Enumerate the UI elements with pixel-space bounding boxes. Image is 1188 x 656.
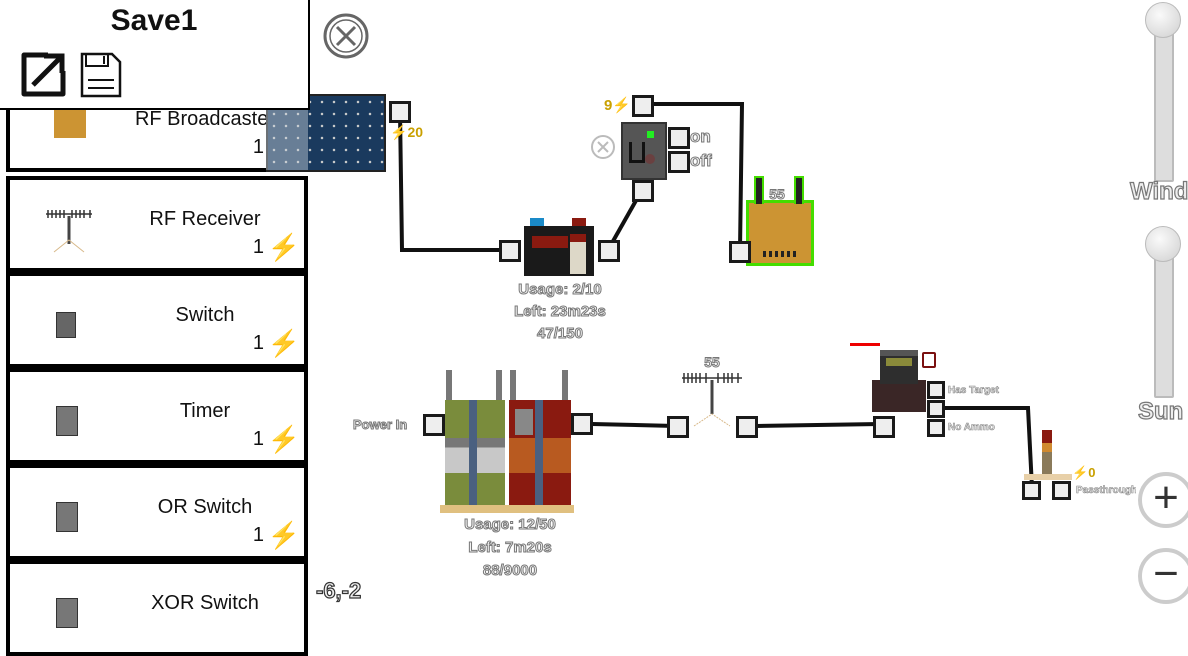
sidebar-item-timer[interactable]: Timer 1 ⚡ bbox=[6, 368, 308, 464]
large-battery-output-port[interactable] bbox=[571, 413, 593, 435]
wind-slider-knob[interactable] bbox=[1145, 2, 1181, 38]
switch-on-label: on bbox=[690, 127, 712, 147]
small-battery-usage: Usage: 2/10 bbox=[518, 281, 602, 299]
lamp-device[interactable] bbox=[1042, 430, 1052, 474]
turret-device[interactable] bbox=[872, 380, 926, 412]
sidebar-item-or-switch[interactable]: OR Switch 1 ⚡ bbox=[6, 464, 308, 560]
lamp-passthrough-port[interactable] bbox=[1052, 481, 1071, 500]
remove-icon[interactable] bbox=[590, 134, 616, 160]
switch-icon bbox=[56, 312, 76, 338]
switch-device[interactable] bbox=[621, 122, 667, 180]
turret-no-ammo-port[interactable] bbox=[927, 419, 945, 437]
save-panel: Save1 bbox=[0, 0, 310, 110]
sidebar-item-switch[interactable]: Switch 1 ⚡ bbox=[6, 272, 308, 368]
item-label: OR Switch bbox=[157, 496, 253, 518]
item-count: 1 bbox=[252, 136, 264, 158]
item-count: 1 bbox=[252, 428, 264, 450]
floppy-disk-icon[interactable] bbox=[80, 52, 122, 98]
rf-receiver-output-port[interactable] bbox=[736, 416, 758, 438]
large-battery-left: Left: 7m20s bbox=[468, 539, 552, 557]
lamp-input-port[interactable] bbox=[1022, 481, 1041, 500]
small-battery[interactable] bbox=[524, 226, 594, 276]
small-battery-charge: 47/150 bbox=[537, 325, 584, 343]
switch-power-port[interactable] bbox=[632, 95, 654, 117]
turret-gun bbox=[880, 350, 918, 384]
sun-slider[interactable] bbox=[1154, 244, 1174, 398]
lamp-power-value: 0 bbox=[1088, 465, 1096, 480]
wind-label: Wind bbox=[1129, 177, 1188, 205]
small-battery-left: Left: 23m23s bbox=[514, 303, 607, 321]
switch-output-port[interactable] bbox=[632, 180, 654, 202]
lamp-power-label: ⚡0 bbox=[1072, 465, 1095, 480]
large-battery-usage: Usage: 12/50 bbox=[464, 516, 557, 534]
rf-broadcaster-channel: 55 bbox=[769, 186, 786, 203]
solar-output-port[interactable] bbox=[389, 101, 411, 123]
turret-input-port[interactable] bbox=[873, 416, 895, 438]
power-in-port[interactable] bbox=[423, 414, 445, 436]
or-switch-icon bbox=[56, 502, 78, 532]
item-count: 1 bbox=[252, 236, 264, 258]
rf-broadcaster-input-port[interactable] bbox=[729, 241, 751, 263]
turret-output-port[interactable] bbox=[927, 400, 945, 418]
sun-slider-knob[interactable] bbox=[1145, 226, 1181, 262]
item-label: Switch bbox=[175, 304, 235, 326]
large-battery-charge: 88/9000 bbox=[482, 562, 538, 580]
wind-slider[interactable] bbox=[1154, 22, 1174, 182]
power-bolt-icon: ⚡ bbox=[267, 424, 300, 454]
power-bolt-icon: ⚡ bbox=[267, 328, 300, 358]
item-count: 1 bbox=[252, 332, 264, 354]
coordinates-readout: -6,-2 bbox=[315, 577, 362, 603]
passthrough-label: Passthrough bbox=[1076, 485, 1136, 496]
rf-receiver-device[interactable] bbox=[680, 370, 744, 430]
switch-off-label: off bbox=[690, 151, 713, 171]
rf-broadcaster-device[interactable] bbox=[746, 200, 814, 266]
item-label: RF Broadcaster bbox=[134, 108, 276, 130]
battery-output-port[interactable] bbox=[598, 240, 620, 262]
solar-power-label: ⚡20 bbox=[390, 124, 423, 140]
item-label: RF Receiver bbox=[149, 208, 261, 230]
item-count: 1 bbox=[252, 524, 264, 546]
timer-icon bbox=[56, 406, 78, 436]
zoom-out-button[interactable]: − bbox=[1138, 548, 1188, 604]
has-target-label: Has Target bbox=[948, 385, 1000, 397]
rf-receiver-channel: 55 bbox=[704, 354, 721, 371]
power-bolt-icon: ⚡ bbox=[1072, 465, 1089, 480]
switch-off-port[interactable] bbox=[668, 151, 690, 173]
power-bolt-icon: ⚡ bbox=[267, 232, 300, 262]
power-bolt-icon: ⚡ bbox=[390, 124, 408, 140]
item-label: Timer bbox=[179, 400, 231, 422]
close-circle-icon[interactable] bbox=[322, 12, 370, 60]
power-in-label: Power In bbox=[352, 417, 408, 433]
rf-broadcaster-icon bbox=[54, 110, 86, 138]
sidebar-item-rf-receiver[interactable]: RF Receiver 1 ⚡ bbox=[6, 176, 308, 272]
power-bolt-icon: ⚡ bbox=[267, 520, 300, 550]
external-link-icon[interactable] bbox=[20, 52, 66, 98]
large-battery[interactable] bbox=[445, 400, 571, 510]
turret-has-target-port[interactable] bbox=[927, 381, 945, 399]
component-list[interactable]: RF Broadcaster 1 ⚡ RF Receiver 1 ⚡ Switc… bbox=[6, 80, 308, 656]
sidebar-item-xor-switch[interactable]: XOR Switch bbox=[6, 560, 308, 656]
zoom-in-button[interactable]: + bbox=[1138, 472, 1188, 528]
switch-power-value: 9 bbox=[604, 97, 613, 114]
item-label: XOR Switch bbox=[151, 592, 259, 614]
no-ammo-label: No Ammo bbox=[948, 422, 995, 434]
switch-power-label: 9⚡ bbox=[604, 97, 631, 114]
switch-on-port[interactable] bbox=[668, 127, 690, 149]
solar-power-value: 20 bbox=[407, 124, 424, 140]
sun-label: Sun bbox=[1137, 397, 1184, 425]
rf-receiver-icon bbox=[46, 210, 92, 253]
battery-input-port[interactable] bbox=[499, 240, 521, 262]
save-title: Save1 bbox=[110, 4, 198, 37]
rf-receiver-input-port[interactable] bbox=[667, 416, 689, 438]
power-bolt-icon: ⚡ bbox=[612, 97, 632, 114]
